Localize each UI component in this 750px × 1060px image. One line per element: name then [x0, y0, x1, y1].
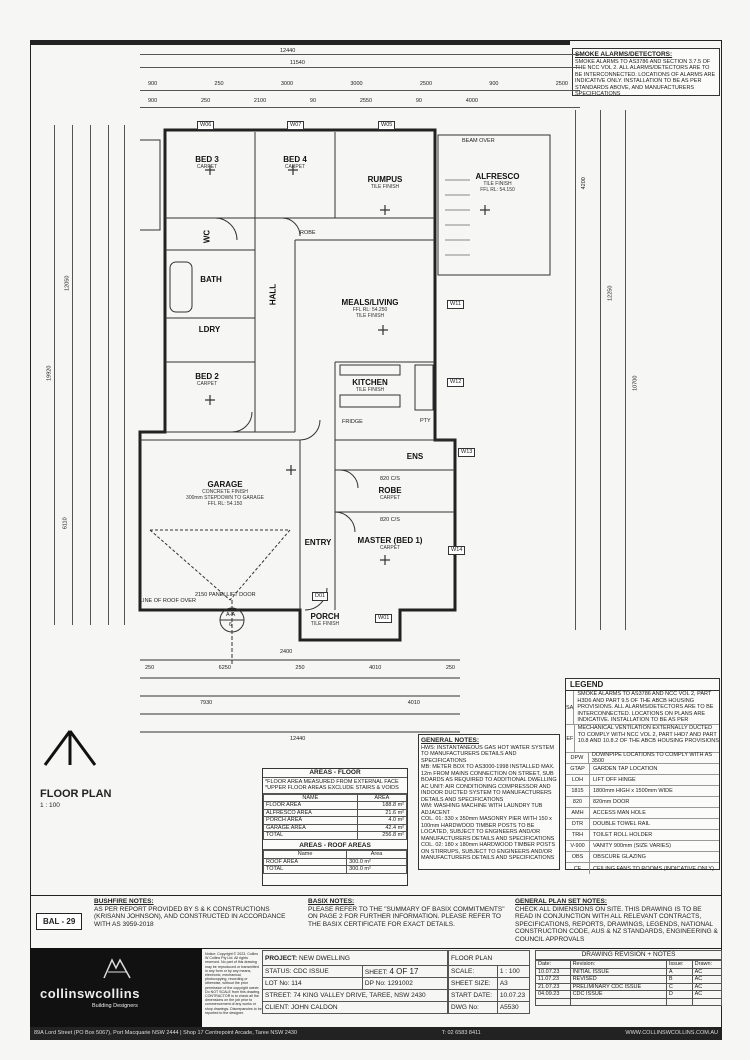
label-master-door: 820 C/S [380, 517, 400, 523]
dim-line [625, 110, 626, 630]
dim-line [124, 125, 125, 625]
label-pantry: PTY [420, 418, 431, 424]
dim-line [54, 125, 55, 625]
dim-overall-top: 12440 [280, 48, 296, 54]
section-marker-sheet: 6 [229, 622, 233, 628]
company-logo-block: collinswcollins Building Designers [30, 948, 202, 1028]
window-tag: W13 [458, 448, 476, 457]
drawing-title: FLOOR PLAN [40, 788, 112, 800]
areas-table: AREAS - FLOOR *FLOOR AREA MEASURED FROM … [262, 768, 408, 886]
label-garage-door: 2150 PANELLIFT DOOR [195, 592, 256, 598]
door-tag: D01 [312, 592, 329, 601]
dim-line [108, 125, 109, 625]
bushfire-notes: BUSHFIRE NOTES: AS PER REPORT PROVIDED B… [94, 898, 286, 928]
dim-top2: 11540 [290, 60, 305, 66]
company-logo-icon [103, 958, 131, 979]
divider [30, 895, 722, 896]
window-tag: W06 [197, 121, 215, 130]
company-name: collinswcollins [40, 986, 140, 1001]
dim-line [140, 107, 580, 108]
revision-table: DRAWING REVISION + NOTES Date:Revision:I… [535, 950, 723, 1006]
room-wc: WC [202, 229, 212, 244]
footer-bar: 89A Lord Street (PO Box 5067), Port Macq… [30, 1027, 722, 1040]
dim-line [140, 54, 580, 55]
company-phone: T: 02 6583 8411 [441, 1030, 481, 1037]
north-arrow-icon [43, 730, 97, 766]
window-tag: W12 [447, 378, 465, 387]
dim-line [140, 90, 580, 91]
dim-line [575, 110, 576, 630]
room-hall: HALL [268, 283, 278, 306]
room-laundry: LDRY [198, 325, 221, 334]
dim-bottom-total: 12440 [290, 736, 306, 742]
room-master-bed-1: MASTER (BED 1)CARPET [357, 536, 423, 551]
sheet-info-table: FLOOR PLAN SCALE:1 : 100 SHEET SIZE:A3 S… [448, 950, 531, 1014]
window-tag: W01 [375, 614, 393, 623]
window-tag: W14 [448, 546, 466, 555]
dim-line [90, 125, 91, 625]
label-beam-over: BEAM OVER [462, 138, 495, 144]
copyright-notice: Notice: Copyright © 2023. Collins W Coll… [205, 952, 262, 1015]
general-notes: GENERAL NOTES: HWS: INSTANTANEOUS GAS HO… [418, 734, 560, 870]
general-plan-notes: GENERAL PLAN SET NOTES: CHECK ALL DIMENS… [515, 898, 718, 943]
room-bath: BATH [200, 275, 222, 284]
label-roof-line: LINE OF ROOF OVER [140, 598, 196, 604]
top-bar [30, 40, 570, 45]
dim-line [600, 110, 601, 630]
window-tag: W11 [447, 300, 464, 309]
company-address: 89A Lord Street (PO Box 5067), Port Macq… [34, 1030, 298, 1037]
room-ensuite: ENS [406, 452, 424, 461]
label-robe-door: 820 C/S [380, 476, 400, 482]
smoke-alarm-note: SMOKE ALARMS/DETECTORS: SMOKE ALARMS TO … [572, 48, 720, 97]
divider [30, 948, 722, 949]
basix-notes: BASIX NOTES: PLEASE REFER TO THE "SUMMAR… [308, 898, 505, 928]
bal-rating-badge: BAL - 29 [36, 913, 83, 930]
dim-bottom-mid: 2400 [280, 649, 293, 655]
label-fridge: FRIDGE [342, 419, 363, 425]
section-marker-label: A-A [226, 612, 236, 618]
company-website: WWW.COLLINSWCOLLINS.COM.AU [625, 1030, 718, 1037]
label-robe: ROBE [300, 230, 316, 236]
room-entry: ENTRY [304, 538, 332, 547]
window-tag: W07 [287, 121, 305, 130]
window-tag: W05 [378, 121, 396, 130]
drawing-scale: 1 : 100 [40, 802, 60, 809]
company-subtitle: Building Designers [92, 1003, 138, 1009]
dim-line [72, 125, 73, 625]
dim-line [140, 67, 580, 68]
